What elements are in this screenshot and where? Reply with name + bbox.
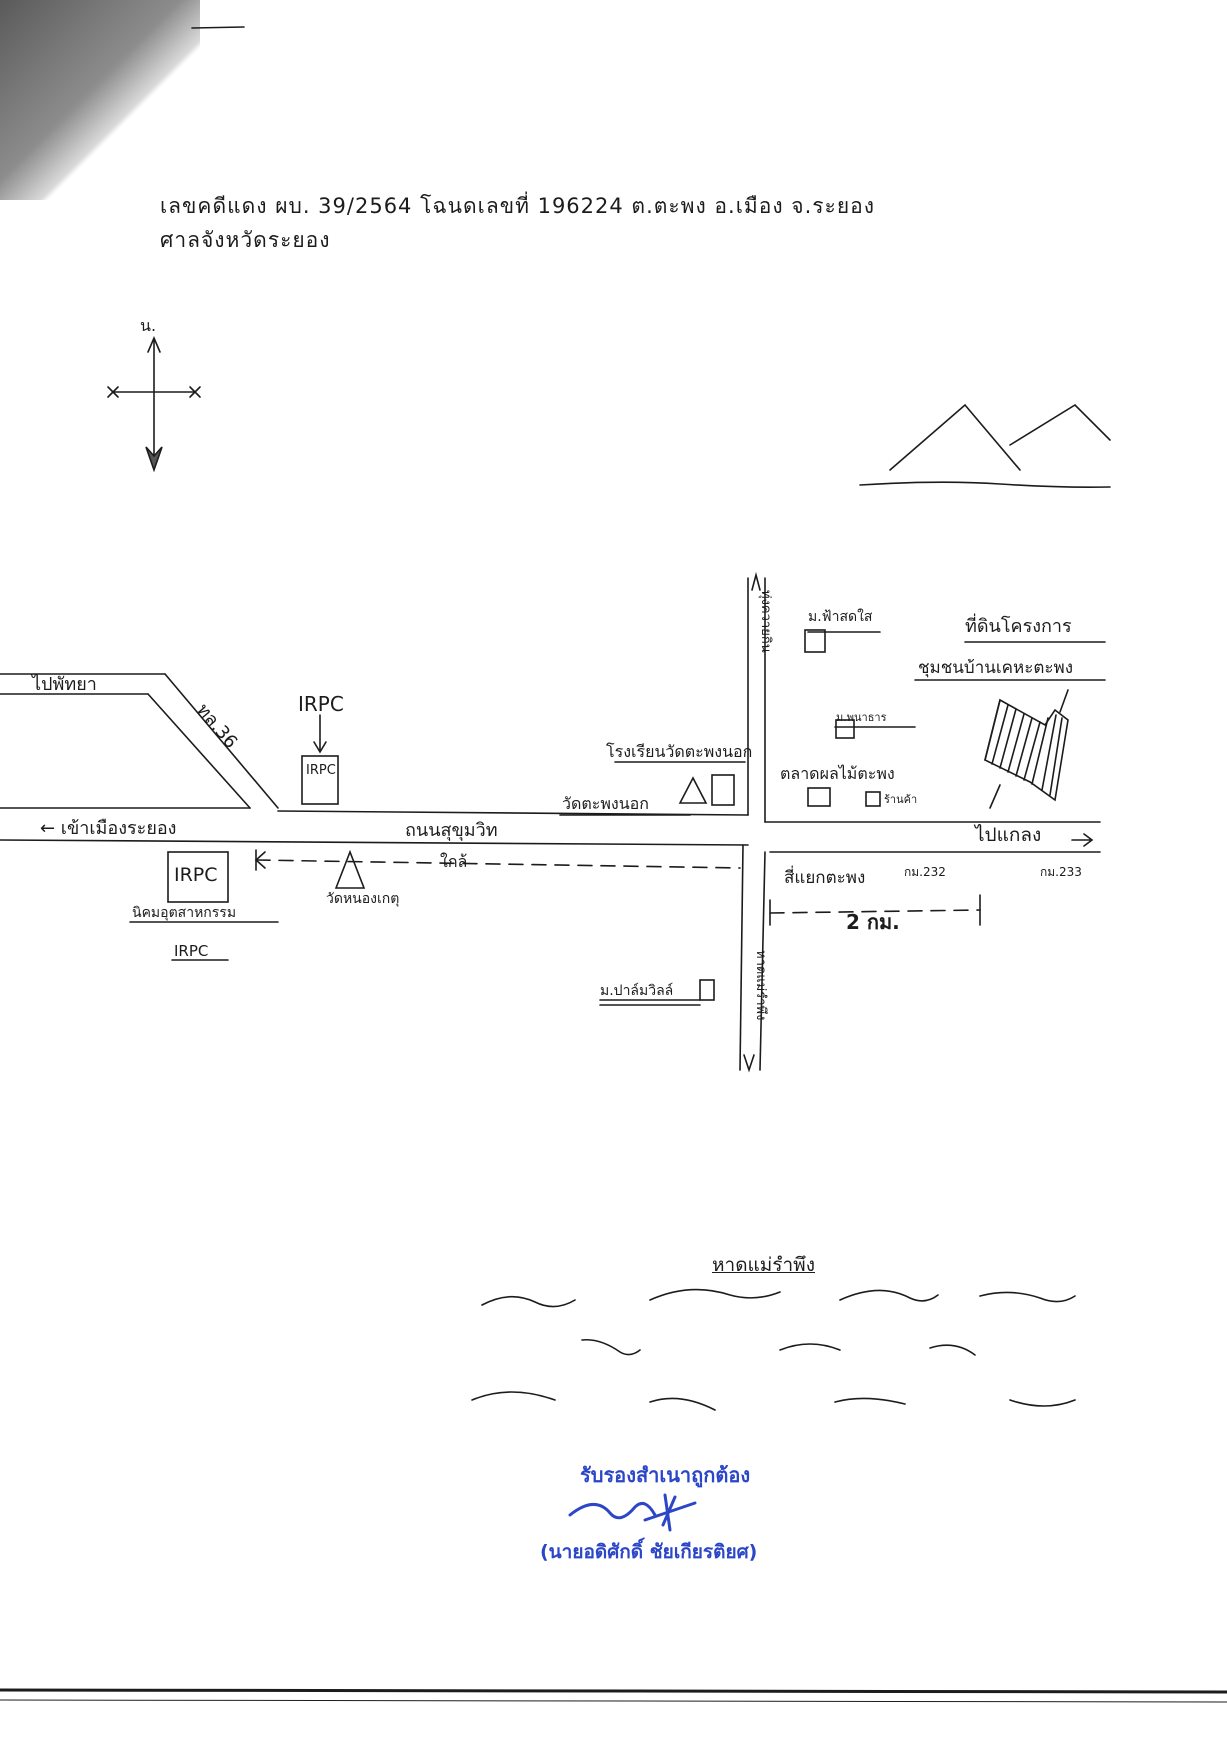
shop-icon — [865, 791, 881, 807]
irpc-top-label: IRPC — [298, 692, 344, 716]
irpc-estate-box — [167, 851, 229, 903]
south-road-label: หาดแม่รำพึง — [753, 950, 768, 1020]
to-klaeng-label: ไปแกลง — [975, 824, 1042, 846]
shop-label: ร้านค้า — [884, 793, 918, 806]
scan-shadow — [0, 0, 200, 200]
signature-icon — [568, 1493, 697, 1532]
distance-line-east — [769, 909, 981, 914]
project-site-label: ที่ดินโครงการ — [965, 616, 1072, 637]
school-icon — [711, 774, 735, 806]
distance-line-west — [255, 859, 741, 869]
court-name: ศาลจังหวัดระยอง — [160, 228, 331, 252]
compass-north-label: น. — [140, 316, 157, 335]
village2-label: ม.พนาธาร — [836, 711, 887, 724]
temple-nongkho-label: วัดหนองเกตุ — [326, 891, 400, 907]
village1-label: ม.ฟ้าสดใส — [808, 609, 873, 625]
km-marker-232: กม.232 — [904, 865, 946, 879]
irpc-building — [301, 755, 339, 805]
school-label: โรงเรียนวัดตะพงนอก — [606, 742, 753, 761]
village-icon — [699, 979, 715, 1001]
compass-icon — [107, 335, 201, 473]
irpc-arrowhead — [313, 741, 327, 754]
market-icon — [807, 787, 831, 807]
beach-label: หาดแม่รำพึง — [712, 1254, 815, 1276]
pattaya-road-label: ไปพัทยา — [32, 674, 97, 695]
irpc-caption: IRPC — [174, 942, 209, 960]
top-rule — [191, 26, 245, 29]
village3-label: ม.ปาล์มวิลล์ — [600, 983, 674, 999]
route-36-label: ทล.36 — [192, 700, 241, 753]
klaeng-arrow-icon — [1071, 833, 1094, 847]
certified-copy-text: รับรองสำเนาถูกต้อง — [580, 1463, 751, 1487]
village-icon — [835, 719, 855, 739]
junction-label: สี่แยกตะพง — [784, 868, 866, 888]
route-36-road — [0, 673, 279, 809]
mountain-icon — [859, 403, 1111, 488]
market-label: ตลาดผลไม้ตะพง — [780, 764, 895, 783]
community-label: ชุมชนบ้านเคหะตะพง — [918, 658, 1074, 678]
case-header: เลขคดีแดง ผบ. 39/2564 โฉนดเลขที่ 196224 … — [160, 194, 875, 218]
km-marker-233: กม.233 — [1040, 865, 1082, 879]
irpc-estate-box-label: IRPC — [174, 864, 218, 886]
to-rayong-label: ← เข้าเมืองระยอง — [40, 818, 177, 839]
temple-icon — [678, 776, 708, 804]
irpc-estate-label: นิคมอุตสาหกรรม — [132, 905, 237, 921]
cross-road — [739, 571, 766, 1073]
wat-taphong-label: วัดตะพงนอก — [562, 794, 649, 813]
certification-stamp: รับรองสำเนาถูกต้อง (นายอดิศักดิ์ ชัยเกีย… — [540, 1455, 790, 1580]
village-icon — [804, 629, 826, 653]
project-site-area — [984, 689, 1069, 809]
sukhumvit-label: ถนนสุขุมวิท — [405, 820, 498, 841]
temple-icon — [334, 849, 366, 889]
north-road-label: ทุ่งควายกิน — [758, 590, 773, 653]
certifier-name: (นายอดิศักดิ์ ชัยเกียรติยศ) — [540, 1541, 758, 1563]
irpc-box-label: IRPC — [306, 763, 336, 778]
near-label: ใกล้ — [440, 852, 468, 871]
distance-label: 2 กม. — [846, 910, 900, 934]
sea-waves — [471, 1288, 1076, 1411]
